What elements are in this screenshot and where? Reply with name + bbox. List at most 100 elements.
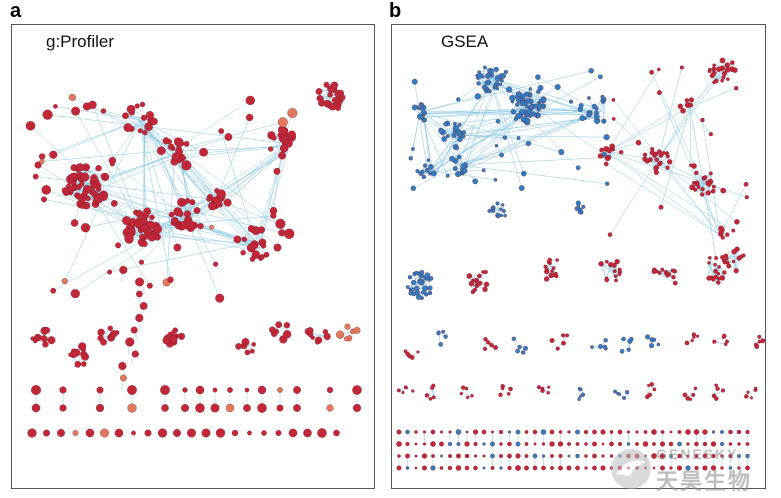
network-node: [653, 151, 658, 157]
network-node: [487, 89, 492, 94]
network-node: [535, 74, 541, 80]
network-node: [603, 134, 610, 141]
network-node: [600, 429, 606, 435]
network-node: [728, 429, 733, 435]
network-node: [720, 430, 724, 434]
network-node: [557, 441, 564, 447]
network-node: [115, 242, 122, 249]
network-edge: [175, 202, 193, 221]
network-node: [326, 386, 334, 394]
network-node: [173, 429, 181, 437]
network-node: [210, 403, 220, 413]
network-node: [617, 429, 623, 435]
network-node: [275, 218, 286, 229]
network-node: [167, 143, 175, 150]
network-edge: [606, 273, 620, 279]
network-node: [724, 62, 730, 68]
network-node: [711, 70, 717, 76]
network-node: [600, 94, 605, 99]
network-node: [464, 441, 470, 447]
network-node: [61, 187, 69, 195]
network-edge: [457, 164, 608, 184]
network-node: [235, 343, 242, 350]
network-node: [43, 327, 51, 334]
network-node: [195, 385, 205, 395]
network-node: [405, 285, 410, 289]
network-node: [464, 386, 469, 391]
network-node: [696, 334, 700, 338]
network-node: [317, 428, 327, 438]
network-node: [466, 395, 470, 400]
network-edge: [462, 85, 498, 166]
network-node: [67, 185, 75, 193]
network-node: [509, 94, 516, 102]
network-node: [592, 429, 597, 435]
network-node: [592, 441, 597, 447]
network-node: [649, 69, 654, 75]
network-node: [601, 442, 605, 446]
network-node: [452, 166, 458, 171]
network-edge: [47, 114, 284, 144]
network-node: [626, 442, 631, 446]
network-node: [409, 287, 415, 292]
network-node: [645, 394, 650, 400]
network-edge: [689, 71, 723, 108]
network-edge: [454, 116, 602, 137]
network-edge: [702, 119, 721, 236]
network-node: [181, 160, 192, 171]
network-node: [503, 213, 507, 218]
network-node: [510, 109, 517, 115]
network-node: [282, 330, 292, 339]
network-node: [401, 390, 405, 395]
network-edge: [84, 184, 282, 234]
network-node: [481, 429, 487, 435]
network-node: [726, 77, 730, 81]
network-node: [517, 344, 522, 350]
network-edge: [606, 106, 681, 153]
network-node: [80, 172, 90, 182]
panel-b-nodes: [396, 57, 766, 471]
network-edge: [419, 70, 592, 113]
network-node: [405, 453, 410, 459]
network-node: [122, 216, 132, 226]
network-node: [680, 108, 686, 114]
network-edge: [606, 151, 721, 236]
network-node: [429, 276, 434, 281]
network-node: [460, 163, 467, 170]
network-node: [532, 429, 538, 435]
network-node: [421, 453, 428, 459]
network-node: [657, 271, 662, 275]
network-node: [97, 328, 105, 336]
network-node: [521, 170, 527, 177]
network-node: [577, 397, 581, 402]
network-node: [707, 261, 711, 265]
network-node: [80, 350, 88, 358]
network-node: [135, 313, 144, 323]
network-node: [609, 454, 614, 458]
network-node: [733, 268, 739, 274]
network-node: [515, 465, 521, 471]
network-node: [271, 135, 277, 141]
network-node: [487, 208, 492, 213]
network-node: [490, 466, 495, 470]
network-node: [721, 333, 727, 339]
network-node: [528, 114, 533, 118]
network-node: [525, 104, 529, 109]
network-node: [593, 114, 600, 120]
network-node: [679, 65, 684, 70]
network-node: [100, 338, 107, 346]
network-node: [566, 465, 572, 471]
network-node: [672, 269, 678, 274]
network-node: [498, 429, 504, 435]
network-node: [700, 192, 705, 197]
network-node: [68, 352, 74, 358]
network-node: [183, 140, 190, 147]
network-node: [578, 103, 584, 109]
network-node: [716, 280, 721, 285]
network-node: [656, 342, 661, 347]
network-edge: [606, 151, 734, 231]
network-node: [555, 346, 560, 351]
network-node: [147, 233, 156, 242]
network-node: [140, 114, 148, 121]
network-node: [502, 135, 508, 140]
